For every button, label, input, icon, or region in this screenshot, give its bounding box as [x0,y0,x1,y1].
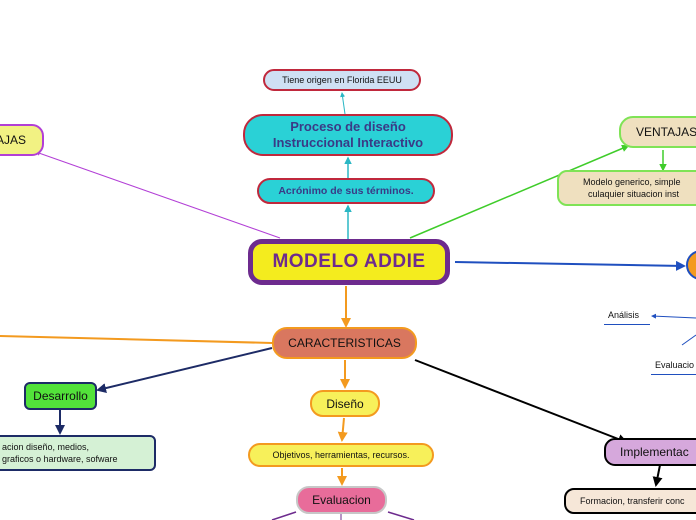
ventajas-node[interactable]: VENTAJAS [619,116,696,148]
acronym-node[interactable]: Acrónimo de sus términos. [257,178,435,204]
implementacion-desc-label: Formacion, transferir conc [580,496,685,506]
implementacion-desc-node[interactable]: Formacion, transferir conc [564,488,696,514]
diseno-label: Diseño [326,396,364,411]
connector-process-origin [340,92,346,115]
left-ventajas-node[interactable]: TAJAS [0,124,44,156]
connector-caract-desarrollo [96,347,273,393]
left-ventajas-label: TAJAS [0,133,26,147]
diseno-node[interactable]: Diseño [310,390,380,417]
central-label: MODELO ADDIE [272,251,426,272]
connector-caract-implementacion [414,359,628,444]
origin-label: Tiene origen en Florida EEUU [282,75,402,85]
central-node[interactable]: MODELO ADDIE [248,239,450,285]
process-line-1: Proceso de diseño [290,119,406,134]
diseno-desc-node[interactable]: Objetivos, herramientas, recursos. [248,443,434,467]
desarrollo-desc-node[interactable]: acion diseño, medios, graficos o hardwar… [0,435,156,471]
implementacion-node[interactable]: Implementac [604,438,696,466]
ventajas-desc-line-2: culaquier situacion inst [588,189,680,199]
evaluacion-right-label[interactable]: Evaluacio [655,360,695,370]
desarrollo-label: Desarrollo [33,389,88,403]
process-line-2: Instruccional Interactivo [272,135,424,150]
connector-implementacion-desc [652,464,663,487]
evaluacion-node[interactable]: Evaluacion [296,486,387,514]
connector-caract-left [0,335,273,344]
origin-node[interactable]: Tiene origen en Florida EEUU [263,69,421,91]
evaluacion-right-underline [651,374,696,375]
desarrollo-desc-line-2: graficos o hardware, sofware [2,454,118,464]
connector-evaluacion-left [271,511,297,520]
desarrollo-node[interactable]: Desarrollo [24,382,97,410]
implementacion-label: Implementac [620,445,689,459]
ventajas-label: VENTAJAS [636,125,696,139]
desarrollo-desc-line-1: acion diseño, medios, [2,442,90,452]
connector-central-ventajas [409,144,630,239]
process-node[interactable]: Proceso de diseño Instruccional Interact… [243,114,453,156]
evaluacion-label: Evaluacion [312,493,371,507]
ventajas-desc-node[interactable]: Modelo generico, simple culaquier situac… [557,170,696,206]
diseno-desc-label: Objetivos, herramientas, recursos. [272,450,410,460]
caracteristicas-node[interactable]: CARACTERISTICAS [272,327,417,359]
connector-evaluacion-right [681,334,696,346]
connector-analisis [651,313,696,319]
connector-central-right [454,260,686,271]
caracteristicas-label: CARACTERISTICAS [288,336,401,350]
connector-central-left [35,150,281,239]
acronym-label: Acrónimo de sus términos. [278,185,414,197]
connector-diseno-desc [337,417,348,442]
connector-evaluacion-right-stub [387,511,415,520]
ventajas-desc-line-1: Modelo generico, simple [583,177,681,187]
analisis-label[interactable]: Análisis [608,310,640,320]
analisis-underline [604,324,650,325]
